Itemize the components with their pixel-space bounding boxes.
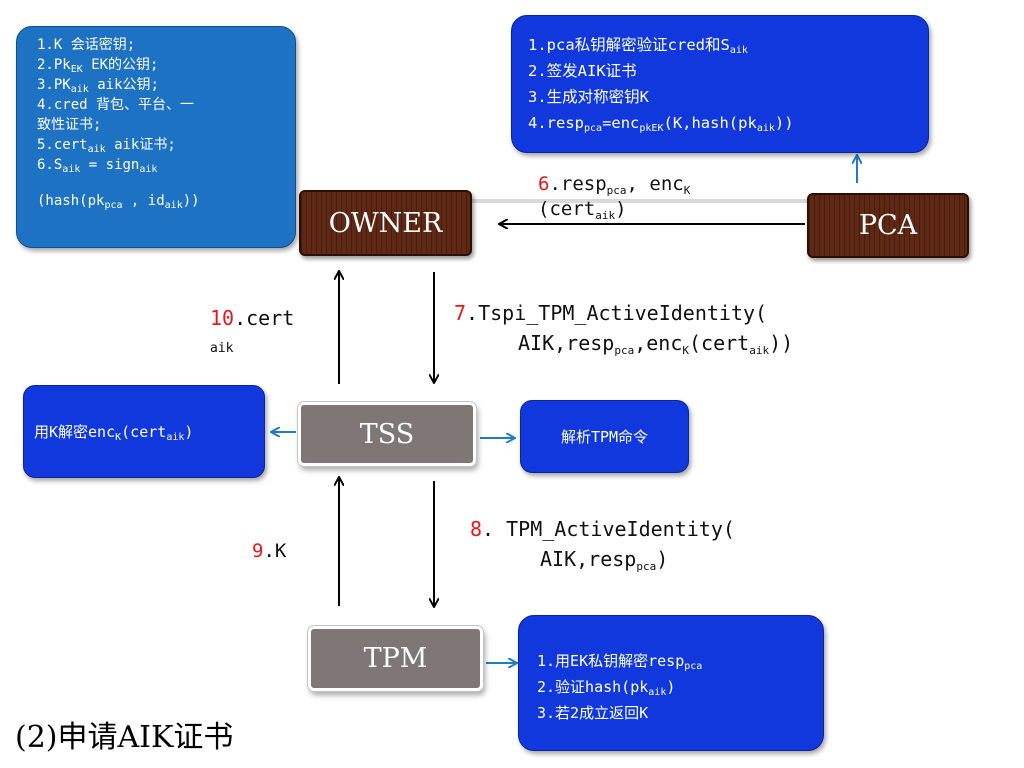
step-8-number: 8 [470,517,483,541]
step-6-label: 6.resppca, encK (certaik) [538,173,691,222]
step-9-label: 9.K [252,540,287,562]
tss-decrypt-box: 用K解密encK(certaik) [23,385,265,478]
pca-steps-box: 1.pca私钥解密验证cred和Saik 2.签发AIK证书 3.生成对称密钥K… [511,15,929,153]
pca-step-3: 3.生成对称密钥K [528,88,649,106]
step-8-label: 8. TPM_ActiveIdentity( AIK,resppca) [470,517,735,573]
owner-node-label: OWNER [328,207,443,239]
step-10-label: 10.cert [210,306,295,330]
tpm-step-1: 1.用EK私钥解密resppca [537,652,703,672]
step-10-subscript: aik [210,341,234,356]
tpm-step-3: 3.若2成立返回K [537,704,649,722]
tss-node: TSS [298,402,476,466]
owner-node: OWNER [299,190,472,256]
step-10-number: 10 [210,306,235,330]
definition-line-1: 1.K 会话密钥; [37,37,136,53]
tpm-steps-box: 1.用EK私钥解密resppca 2.验证hash(pkaik) 3.若2成立返… [518,615,824,751]
step-7-label: 7.Tspi_TPM_ActiveIdentity( AIK,resppca,e… [454,301,794,357]
tpm-node-label: TPM [363,643,428,674]
definition-line-3: 3.PKaik aik公钥; [37,77,159,95]
pca-node: PCA [807,193,969,258]
definition-line-5: 致性证书; [37,117,102,133]
definition-line-7: 6.Saik = signaik [37,157,158,175]
tss-parse-box: 解析TPM命令 [520,400,689,473]
step-9-number: 9 [252,540,264,562]
pca-step-4: 4.resppca=encpkEK(K,hash(pkaik)) [528,114,794,134]
pca-node-label: PCA [858,210,918,241]
step-6-number: 6 [538,173,550,195]
definition-line-2: 2.PkEK EK的公钥; [37,57,159,75]
tpm-step-2: 2.验证hash(pkaik) [537,678,676,698]
definition-line-6: 5.certaik aik证书; [37,137,176,155]
definitions-box: 1.K 会话密钥; 2.PkEK EK的公钥; 3.PKaik aik公钥; 4… [16,26,296,248]
definition-line-4: 4.cred 背包、平台、一 [37,97,195,113]
pca-step-1: 1.pca私钥解密验证cred和Saik [528,36,748,56]
definition-line-8: (hash(pkpca , idaik)) [37,193,200,211]
slide-title: (2)申请AIK证书 [15,720,234,755]
step-7-number: 7 [454,301,467,325]
tss-node-label: TSS [359,418,415,450]
tpm-node: TPM [308,626,483,691]
pca-step-2: 2.签发AIK证书 [528,62,637,80]
